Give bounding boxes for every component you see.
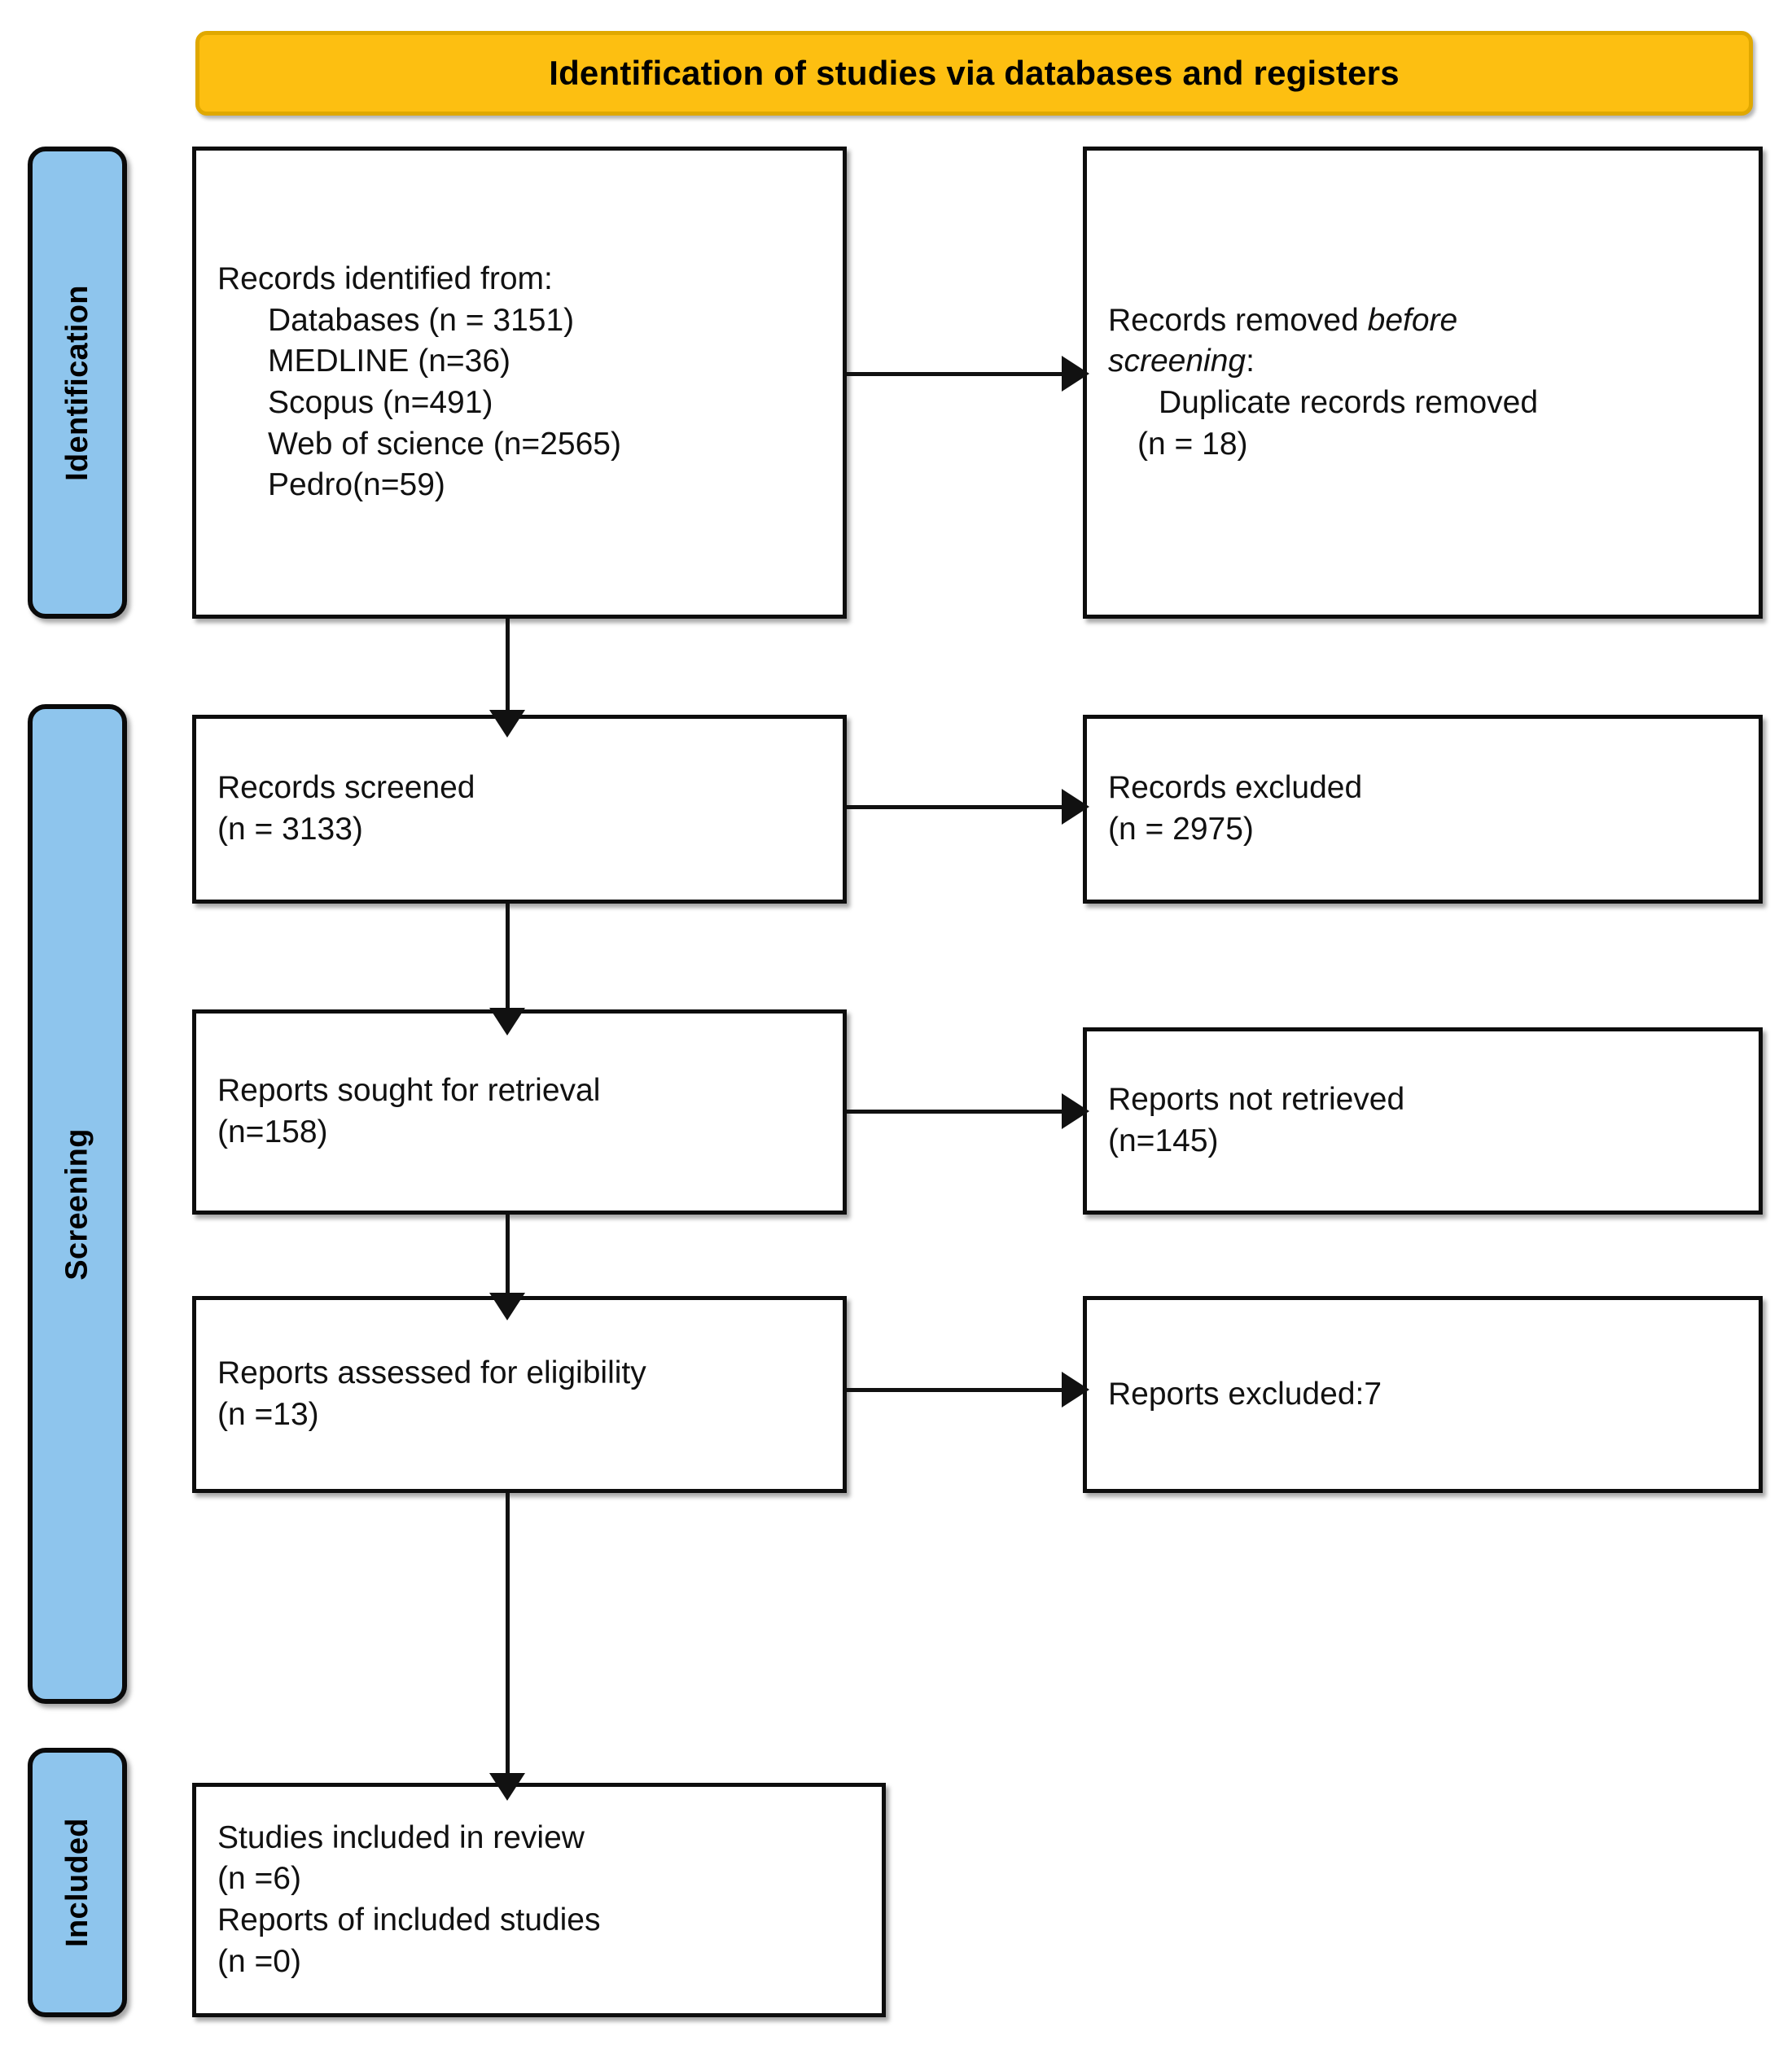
arrow-assessed-to-reports-excluded: [847, 1372, 1091, 1408]
arrow-sought-to-not-retrieved: [847, 1093, 1091, 1129]
phase-bar-screening: Screening: [28, 704, 127, 1704]
arrow-head-right-icon: [1062, 356, 1089, 392]
arrow-head-right-icon: [1062, 789, 1089, 825]
arrow-head-right-icon: [1062, 1093, 1089, 1129]
arrow-stem: [847, 1388, 1065, 1392]
reports-excluded-label: Reports excluded:7: [1108, 1376, 1382, 1412]
reports-assessed-count: (n =13): [217, 1397, 319, 1432]
reports-of-included-studies-count: (n =0): [217, 1943, 301, 1979]
duplicate-records-removed-label: Duplicate records removed: [1159, 385, 1539, 420]
box-reports-excluded: Reports excluded:7: [1083, 1296, 1763, 1493]
arrow-screened-to-excluded: [847, 789, 1091, 825]
arrow-sought-to-assessed: [489, 1215, 525, 1325]
reports-assessed-label: Reports assessed for eligibility: [217, 1355, 646, 1391]
arrow-stem: [506, 1493, 510, 1776]
records-removed-line2: screening:: [1108, 341, 1737, 383]
arrow-stem: [506, 1215, 510, 1296]
arrow-head-down-icon: [489, 1293, 525, 1320]
arrow-screened-to-sought: [489, 904, 525, 1040]
records-removed-line1-plain: Records removed: [1108, 302, 1368, 338]
arrow-head-down-icon: [489, 1773, 525, 1801]
records-identified-databases: Databases (n = 3151): [268, 302, 575, 338]
box-reports-assessed-for-eligibility: Reports assessed for eligibility (n =13): [192, 1296, 847, 1493]
phase-bar-identification: Identification: [28, 147, 127, 619]
box-records-excluded: Records excluded (n = 2975): [1083, 715, 1763, 904]
arrow-stem: [847, 372, 1065, 376]
records-identified-pedro: Pedro(n=59): [268, 467, 445, 503]
studies-included-label: Studies included in review: [217, 1819, 585, 1855]
arrow-identified-to-screened: [489, 619, 525, 741]
arrow-head-right-icon: [1062, 1372, 1089, 1408]
box-records-screened: Records screened (n = 3133): [192, 715, 847, 904]
records-excluded-count: (n = 2975): [1108, 812, 1254, 847]
reports-sought-count: (n=158): [217, 1114, 328, 1149]
arrow-identified-to-removed: [847, 356, 1091, 392]
records-excluded-label: Records excluded: [1108, 770, 1363, 806]
phase-label-screening: Screening: [59, 1127, 94, 1281]
records-screened-count: (n = 3133): [217, 812, 363, 847]
box-studies-included-in-review: Studies included in review (n =6) Report…: [192, 1783, 886, 2017]
phase-label-included: Included: [59, 1818, 94, 1947]
diagram-title: Identification of studies via databases …: [549, 53, 1400, 92]
box-reports-not-retrieved: Reports not retrieved (n=145): [1083, 1027, 1763, 1215]
reports-of-included-studies-label: Reports of included studies: [217, 1902, 601, 1937]
records-identified-medline: MEDLINE (n=36): [268, 344, 511, 379]
records-identified-heading: Records identified from:: [217, 261, 553, 296]
duplicate-records-removed-count: (n = 18): [1137, 426, 1248, 462]
records-removed-line2-italic: screening: [1108, 344, 1247, 379]
arrow-head-down-icon: [489, 1008, 525, 1035]
records-identified-webofscience: Web of science (n=2565): [268, 426, 621, 462]
studies-included-count: (n =6): [217, 1861, 301, 1897]
records-removed-line2-plain: :: [1246, 344, 1255, 379]
reports-not-retrieved-label: Reports not retrieved: [1108, 1082, 1405, 1118]
arrow-stem: [847, 805, 1065, 809]
records-removed-line1-italic: before: [1367, 302, 1458, 338]
arrow-stem: [506, 904, 510, 1011]
phase-label-identification: Identification: [59, 284, 94, 481]
arrow-stem: [847, 1110, 1065, 1114]
diagram-header-banner: Identification of studies via databases …: [195, 31, 1753, 116]
box-reports-sought-for-retrieval: Reports sought for retrieval (n=158): [192, 1009, 847, 1215]
records-removed-line1: Records removed before: [1108, 303, 1457, 338]
box-records-removed-before-screening: Records removed before screening: Duplic…: [1083, 147, 1763, 619]
box-records-identified: Records identified from: Databases (n = …: [192, 147, 847, 619]
arrow-head-down-icon: [489, 710, 525, 738]
records-screened-label: Records screened: [217, 770, 475, 806]
reports-not-retrieved-count: (n=145): [1108, 1123, 1219, 1158]
phase-bar-included: Included: [28, 1748, 127, 2017]
arrow-assessed-to-included: [489, 1493, 525, 1806]
reports-sought-label: Reports sought for retrieval: [217, 1073, 601, 1109]
arrow-stem: [506, 619, 510, 713]
records-identified-scopus: Scopus (n=491): [268, 385, 493, 420]
